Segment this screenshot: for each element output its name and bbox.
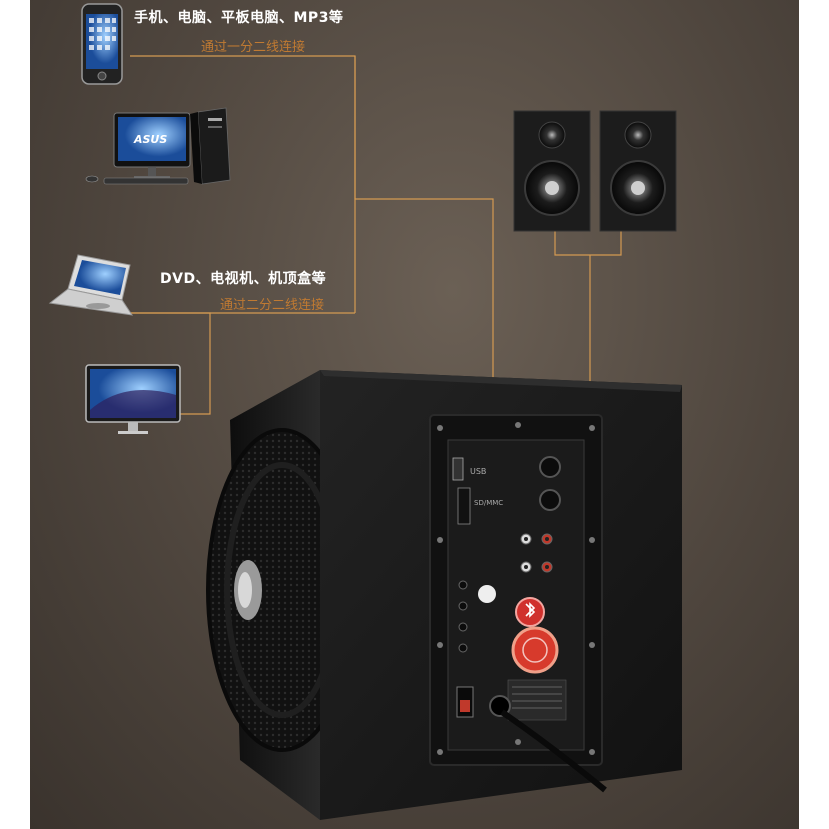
panel-button-3[interactable] bbox=[458, 622, 468, 632]
monitor-brand: ASUS bbox=[133, 133, 167, 146]
sd-label: SD/MMC bbox=[474, 499, 503, 507]
rca-jack-row-2[interactable] bbox=[520, 561, 553, 573]
warning-label-icon bbox=[511, 626, 559, 674]
panel-sticker-icon bbox=[478, 585, 496, 603]
mid-subcaption: 通过二分二线连接 bbox=[220, 298, 325, 313]
subwoofer: USB SD/MMC bbox=[206, 370, 682, 820]
usb-label: USB bbox=[470, 467, 486, 476]
desktop-computer-icon: ASUS bbox=[85, 107, 231, 185]
satellite-speaker-left bbox=[513, 110, 591, 232]
power-cord bbox=[500, 709, 607, 793]
mid-caption: DVD、电视机、机顶盒等 bbox=[160, 271, 327, 287]
satellite-speaker-right bbox=[599, 110, 677, 232]
panel-button-4[interactable] bbox=[458, 643, 468, 653]
tv-monitor-icon bbox=[85, 364, 181, 434]
product-stage: 手机、电脑、平板电脑、MP3等 通过一分二线连接 DVD、电视机、机顶盒等 通过… bbox=[30, 0, 799, 829]
bass-knob[interactable] bbox=[539, 489, 561, 511]
panel-button-1[interactable] bbox=[458, 580, 468, 590]
top-subcaption: 通过一分二线连接 bbox=[201, 40, 306, 55]
portable-dvd-player-icon bbox=[48, 254, 134, 316]
panel-button-2[interactable] bbox=[458, 601, 468, 611]
volume-knob[interactable] bbox=[539, 456, 561, 478]
top-caption: 手机、电脑、平板电脑、MP3等 bbox=[134, 10, 344, 26]
rca-jack-row-1[interactable] bbox=[520, 533, 553, 545]
sd-card-slot[interactable] bbox=[457, 487, 471, 525]
usb-port[interactable] bbox=[452, 457, 464, 481]
spec-plate bbox=[507, 679, 567, 721]
illustration: ASUS bbox=[48, 3, 682, 820]
phone-icon bbox=[81, 3, 123, 85]
